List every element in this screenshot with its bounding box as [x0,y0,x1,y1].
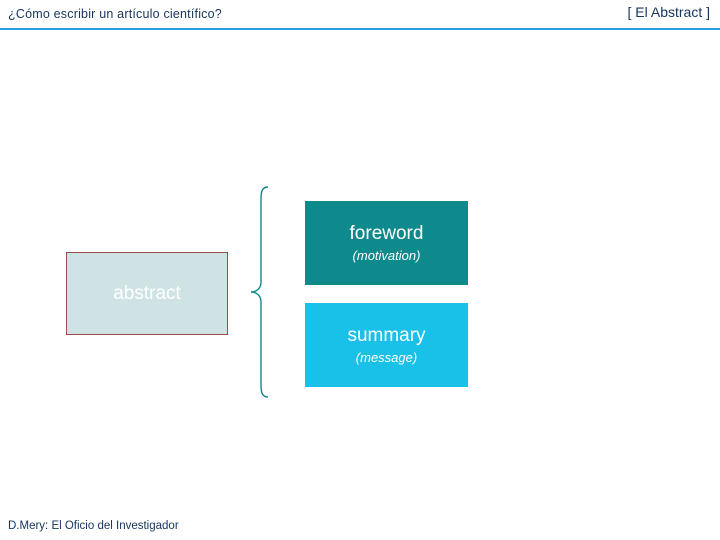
abstract-box: abstract [66,252,228,335]
summary-box-label: summary [347,324,426,346]
footer-attribution: D.Mery: El Oficio del Investigador [8,520,179,532]
curly-brace-icon [250,186,269,398]
page-title: ¿Cómo escribir un artículo científico? [8,7,222,21]
summary-box: summary (message) [305,303,468,387]
header-divider [0,28,720,30]
abstract-box-label: abstract [113,283,181,304]
foreword-box-label: foreword [349,222,424,244]
section-label: [ El Abstract ] [627,4,710,20]
slide-header: ¿Cómo escribir un artículo científico? [… [0,0,720,30]
summary-box-sublabel: (message) [355,349,418,365]
foreword-box: foreword (motivation) [305,201,468,285]
foreword-box-sublabel: (motivation) [352,247,421,263]
